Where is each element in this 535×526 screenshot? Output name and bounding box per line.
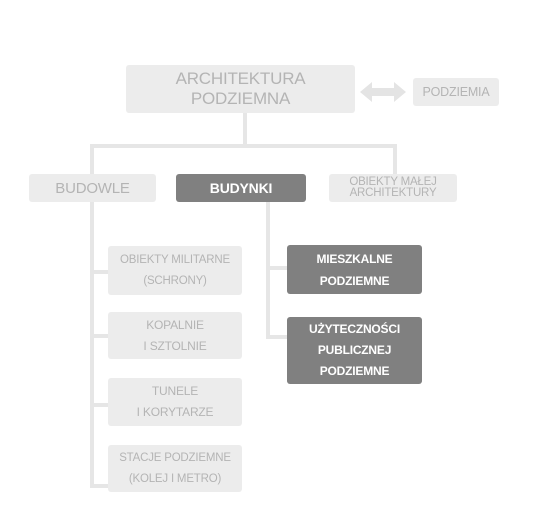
- category-budynki: BUDYNKI: [176, 174, 306, 202]
- budowle-item-tunnels-line1: TUNELE: [151, 384, 199, 398]
- budynki-item-public-line1: UŻYTECZNOŚCI: [309, 322, 400, 336]
- category-obiekty-line1: OBIEKTY MAŁEJ: [349, 176, 437, 188]
- budynki-item-residential-line2: PODZIEMNE: [319, 273, 390, 288]
- budowle-item-stations: STACJE PODZIEMNE (KOLEJ I METRO): [108, 445, 242, 492]
- double-arrow-icon: [360, 82, 406, 102]
- connector-to-budowle: [90, 144, 94, 176]
- budowle-item-stations-line2: (KOLEJ I METRO): [128, 472, 222, 485]
- budowle-item-mines: KOPALNIE I SZTOLNIE: [108, 312, 242, 359]
- budynki-item-residential-line1: MIESZKALNE: [316, 251, 393, 266]
- connector-budowle-item-4: [90, 484, 110, 488]
- budowle-item-military: OBIEKTY MILITARNE (SCHRONY): [108, 246, 242, 295]
- connector-budynki-item-1: [266, 266, 288, 270]
- root-label: ARCHITEKTURA PODZIEMNA: [175, 69, 306, 108]
- budowle-item-military-line1: OBIEKTY MILITARNE: [120, 253, 230, 266]
- category-obiekty-line2: ARCHITEKTURY: [349, 187, 437, 199]
- related-node: PODZIEMIA: [413, 78, 499, 106]
- connector-root-down: [243, 112, 247, 146]
- category-budowle: BUDOWLE: [29, 174, 156, 202]
- budowle-item-stations-line1: STACJE PODZIEMNE: [119, 451, 231, 464]
- budowle-item-mines-line2: I SZTOLNIE: [143, 338, 207, 353]
- budowle-item-tunnels-line2: I KORYTARZE: [136, 405, 214, 419]
- category-budynki-label: BUDYNKI: [209, 180, 273, 196]
- connector-horizontal-main: [90, 144, 397, 148]
- budowle-item-military-line2: (SCHRONY): [143, 274, 207, 287]
- connector-budowle-item-1: [90, 270, 110, 274]
- connector-to-obiekty: [393, 144, 397, 176]
- category-budowle-label: BUDOWLE: [55, 179, 130, 197]
- budynki-item-public: UŻYTECZNOŚCI PUBLICZNEJ PODZIEMNE: [287, 317, 422, 384]
- budynki-item-public-line2: PUBLICZNEJ: [317, 343, 392, 357]
- budynki-item-residential: MIESZKALNE PODZIEMNE: [287, 245, 422, 294]
- budowle-item-tunnels: TUNELE I KORYTARZE: [108, 378, 242, 426]
- connector-budowle-vertical: [90, 200, 94, 487]
- budynki-item-public-line3: PODZIEMNE: [319, 364, 390, 378]
- connector-budynki-item-2: [266, 335, 288, 339]
- budowle-item-mines-line1: KOPALNIE: [146, 317, 204, 332]
- category-obiekty: OBIEKTY MAŁEJ ARCHITEKTURY: [329, 174, 457, 202]
- related-label: PODZIEMIA: [422, 85, 490, 99]
- connector-budowle-item-3: [90, 403, 110, 407]
- connector-budowle-item-2: [90, 334, 110, 338]
- root-node: ARCHITEKTURA PODZIEMNA: [126, 65, 355, 113]
